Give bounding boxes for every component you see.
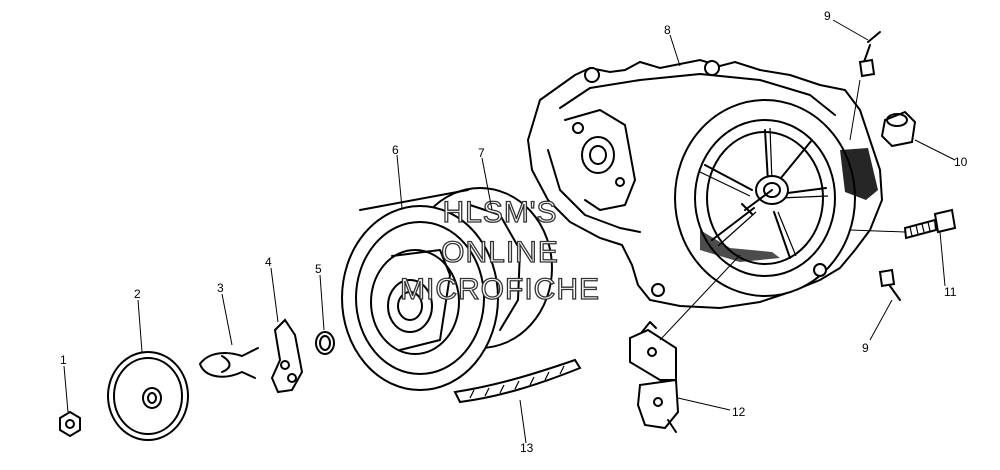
callout-1: 1: [60, 353, 67, 367]
part-7-spring-cover: [469, 204, 521, 331]
part-13-starter-rope: [453, 358, 582, 404]
callout-13: 13: [520, 441, 534, 455]
part-8-starter-housing: [526, 58, 884, 310]
part-9-rivet-lower: [878, 268, 901, 301]
callout-12: 12: [732, 405, 746, 419]
callout-labels: 1 2 3 4 5 6 7 8 9 9 10 11 12 13: [60, 9, 968, 455]
callout-4: 4: [265, 255, 272, 269]
part-9-rivet-upper: [858, 31, 881, 78]
callout-6: 6: [392, 143, 399, 157]
part-2-plate: [107, 351, 189, 441]
watermark-line-1: HLSM'S: [442, 196, 557, 229]
callout-7: 7: [478, 146, 485, 160]
callout-8: 8: [664, 23, 671, 37]
part-1-nut: [59, 410, 81, 438]
callout-2: 2: [134, 287, 141, 301]
part-6-pulley: [341, 187, 553, 391]
watermark-line-3: MICROFICHE: [400, 273, 600, 306]
callout-9-lower: 9: [862, 341, 869, 355]
part-5-spring: [315, 331, 335, 355]
watermark: HLSM'S ONLINE MICROFICHE: [399, 195, 600, 306]
part-12-bracket: [629, 321, 680, 433]
callout-11: 11: [944, 285, 957, 299]
callout-5: 5: [315, 262, 322, 276]
callout-3: 3: [217, 281, 224, 295]
callout-9-upper: 9: [824, 9, 831, 23]
part-4-pawl: [270, 318, 304, 394]
part-3-clip: [199, 347, 259, 379]
part-11-bolt: [903, 208, 957, 240]
assembly-guide-lines: [659, 79, 906, 341]
watermark-line-2: ONLINE: [441, 236, 559, 269]
callout-10: 10: [954, 155, 968, 169]
leader-lines: [63, 19, 956, 444]
part-10-bushing: [880, 110, 917, 148]
